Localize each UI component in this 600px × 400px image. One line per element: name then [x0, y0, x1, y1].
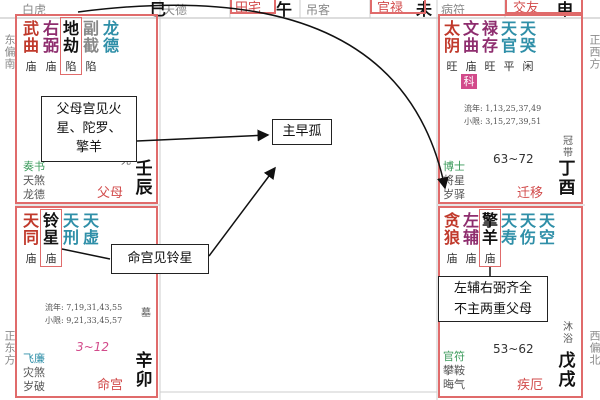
range-jie: 53~62: [493, 342, 534, 356]
palace-name-qianyi: 迁移: [517, 186, 544, 201]
jiaoyou-frame: [505, 0, 583, 14]
star-tiantong: 天同: [22, 211, 39, 247]
star-tianguan: 天官: [500, 19, 517, 55]
star-tianxu: 天虚: [82, 211, 99, 247]
minor-feilian: 飞廉: [23, 352, 45, 365]
top-cell-tiande: 天德: [163, 3, 188, 17]
small-limit-minggong: 小限: 9,21,33,45,57: [45, 316, 123, 325]
bright-lucun: 旺: [484, 60, 496, 73]
star-zuofu: 左辅: [462, 211, 479, 247]
minor-huiqi: 晦气: [443, 378, 465, 391]
annotation-zuofu-note: 左辅右弼齐全 不主两重父母: [438, 276, 548, 322]
minor-guanfu: 官符: [443, 350, 465, 363]
palace-name-jie: 疾厄: [517, 378, 544, 393]
bright-tiantong: 庙: [25, 252, 37, 265]
zuofu-note-line-2: 不主两重父母: [453, 302, 532, 317]
annotation-ming-note: 命宫见铃星: [111, 244, 209, 274]
minor-suipo: 岁破: [23, 380, 45, 393]
star-lucun: 禄存: [481, 19, 498, 55]
top-cell-wu: 午: [276, 0, 293, 19]
bright-fujie: 陷: [85, 60, 97, 73]
side-label-right-lower: 西偏北: [588, 330, 600, 366]
hua-ke-badge: 科: [461, 74, 477, 89]
ganzhi-xinmao: 辛卯: [135, 351, 153, 390]
minor-panan: 攀鞍: [443, 364, 465, 377]
side-label-right-upper: 正西方: [588, 34, 600, 70]
star-youbi: 右弼: [42, 19, 59, 55]
bright-zuofu: 庙: [465, 252, 477, 265]
star-tianshou: 天寿: [500, 211, 517, 247]
star-qingyang: 擎羊: [481, 211, 498, 247]
annotation-father-note: 父母宫见火 星、陀罗、 擎羊: [41, 96, 137, 162]
palace-fumu-frame: [15, 14, 158, 204]
minor-longde: 龙德: [23, 188, 45, 201]
palace-qianyi-frame: [438, 14, 583, 204]
qingyang-highlight: [479, 209, 501, 267]
star-tianku: 天哭: [519, 19, 536, 55]
bright-tanlang: 庙: [446, 252, 458, 265]
minor-suiyi: 岁驿: [443, 188, 465, 201]
side-label-left-lower: 正东方: [3, 330, 16, 366]
annotation-lonely: 主早孤: [272, 119, 332, 145]
ganzhi-renchen: 壬辰: [135, 159, 153, 198]
arrow-top-curve: [77, 4, 449, 190]
minor-boshi: 博士: [443, 160, 465, 173]
minor-zaisha: 灾煞: [23, 366, 45, 379]
arrow-lingxing-to-ming-note: [61, 248, 111, 260]
dijie-highlight: [60, 17, 82, 75]
stage-muyu: 沐浴: [563, 322, 573, 345]
minor-zoushu: 奏书: [23, 160, 45, 173]
bright-tianguan: 平: [503, 60, 515, 73]
tianzhai-frame: [230, 0, 276, 14]
star-lingxing: 铃星: [42, 211, 59, 247]
star-tiankong: 天空: [538, 211, 555, 247]
bright-youbi: 庙: [45, 60, 57, 73]
bright-dijie: 陷: [65, 60, 77, 73]
flow-year-qianyi: 流年: 1,13,25,37,49: [464, 104, 542, 113]
lingxing-highlight: [40, 209, 62, 267]
ganzhi-dingyou: 丁酉: [558, 159, 576, 198]
stage-guandai: 冠带: [563, 136, 573, 159]
palace-minggong-frame: [15, 206, 158, 398]
side-label-left-upper: 东偏南: [3, 34, 16, 70]
father-note-line-1: 父母宫见火: [56, 102, 122, 117]
stage-mu: 墓: [141, 308, 151, 319]
zuofu-note-line-1: 左辅右弼齐全: [453, 281, 532, 296]
star-fujie: 副截: [82, 19, 99, 55]
father-note-line-3: 擎羊: [75, 140, 102, 155]
star-wenqu: 文曲: [462, 19, 479, 55]
flow-year-minggong: 流年: 7,19,31,43,55: [45, 303, 123, 312]
palace-name-fumu: 父母: [97, 186, 124, 201]
bright-wenqu: 庙: [465, 60, 477, 73]
star-tianshang: 天伤: [519, 211, 536, 247]
small-limit-qianyi: 小限: 3,15,27,39,51: [464, 117, 542, 126]
top-cell-diaoke: 吊客: [306, 3, 331, 17]
bright-qingyang: 庙: [484, 252, 496, 265]
ganzhi-wuxu: 戊戌: [558, 351, 576, 390]
range-qianyi: 63~72: [493, 152, 534, 166]
top-cell-baihu: 白虎: [22, 3, 47, 17]
bright-tianku: 闲: [522, 60, 534, 73]
father-note-line-2: 星、陀罗、: [56, 121, 122, 136]
palace-name-minggong: 命宫: [97, 378, 124, 393]
bright-wuqu: 庙: [25, 60, 37, 73]
star-tanlang: 贪狼: [443, 211, 460, 247]
guanlu-frame: [370, 0, 426, 14]
range-minggong: 3~12: [76, 340, 109, 354]
bright-lingxing: 庙: [45, 252, 57, 265]
minor-tiansha: 天煞: [23, 174, 45, 187]
arrow-father-to-lonely: [136, 129, 270, 142]
star-wuqu: 武曲: [22, 19, 39, 55]
arrow-ming-to-lonely: [208, 166, 276, 257]
bright-taiyin: 旺: [446, 60, 458, 73]
top-cell-bingfu: 病符: [441, 3, 466, 17]
star-tianxing: 天刑: [62, 211, 79, 247]
star-dijie: 地劫: [62, 19, 79, 55]
star-longde: 龙德: [102, 19, 119, 55]
star-taiyin: 太阴: [443, 19, 460, 55]
